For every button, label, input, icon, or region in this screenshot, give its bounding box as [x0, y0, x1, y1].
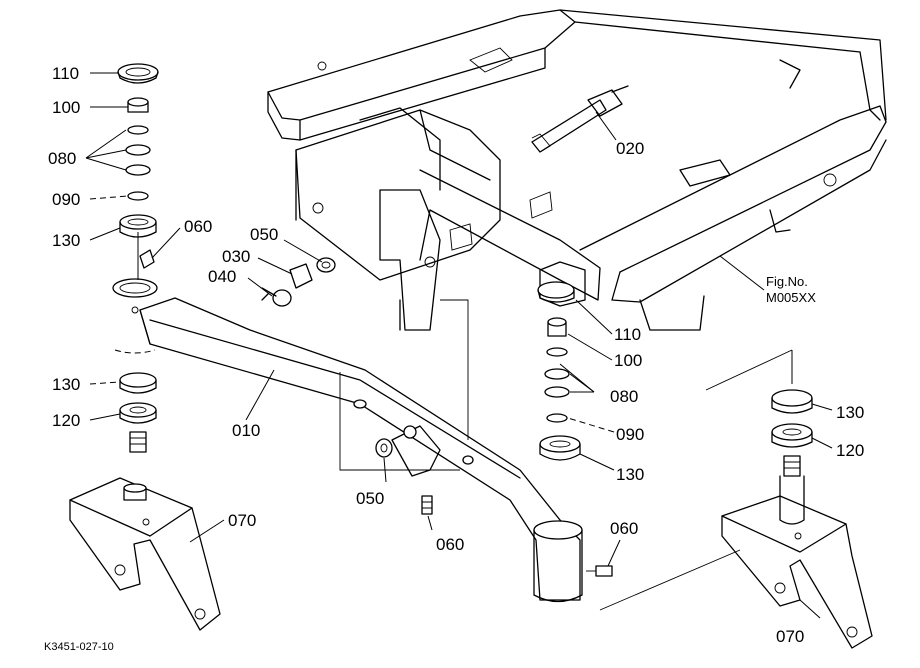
- left-bearing-stack: [112, 63, 159, 453]
- callout-030: 030: [222, 247, 250, 266]
- callout-020: 020: [616, 139, 644, 158]
- far-right-axle-assembly: [599, 349, 873, 649]
- fig-no-value: M005XX: [766, 290, 816, 305]
- callout-060-bottom: 060: [436, 535, 464, 554]
- callout-040: 040: [208, 267, 236, 286]
- callout-120-left: 120: [52, 411, 80, 430]
- callout-120-far-right: 120: [836, 441, 864, 460]
- callout-050-bottom: 050: [356, 489, 384, 508]
- middle-small-parts: [261, 257, 613, 577]
- callout-130-right-mid: 130: [616, 465, 644, 484]
- callout-130-left-bottom: 130: [52, 375, 80, 394]
- callout-060-right: 060: [610, 519, 638, 538]
- left-axle-bracket-070: [69, 477, 221, 631]
- main-frame: [267, 9, 887, 331]
- callout-labels: 110 100 080 090 130 060 050 030 040 130 …: [44, 64, 864, 653]
- callout-100-right: 100: [614, 351, 642, 370]
- callout-050-top: 050: [250, 225, 278, 244]
- front-axle-arm-010: [139, 297, 583, 603]
- leader-lines: [85, 72, 833, 619]
- drawing-code: K3451-027-10: [44, 641, 114, 653]
- right-bearing-stack: [537, 281, 581, 461]
- callout-110-left: 110: [52, 64, 79, 83]
- callout-080-left: 080: [48, 149, 76, 168]
- callout-010: 010: [232, 421, 260, 440]
- callout-110-right: 110: [614, 325, 641, 344]
- callout-130-left-top: 130: [52, 231, 80, 250]
- callout-060-top: 060: [184, 217, 212, 236]
- callout-100-left: 100: [52, 98, 80, 117]
- callout-080-right: 080: [610, 387, 638, 406]
- fig-no-label: Fig.No.: [766, 274, 808, 289]
- callout-090-left: 090: [52, 190, 80, 209]
- callout-070-left: 070: [228, 511, 256, 530]
- callout-070-right: 070: [776, 627, 804, 646]
- callout-090-right: 090: [616, 425, 644, 444]
- callout-130-far-right: 130: [836, 403, 864, 422]
